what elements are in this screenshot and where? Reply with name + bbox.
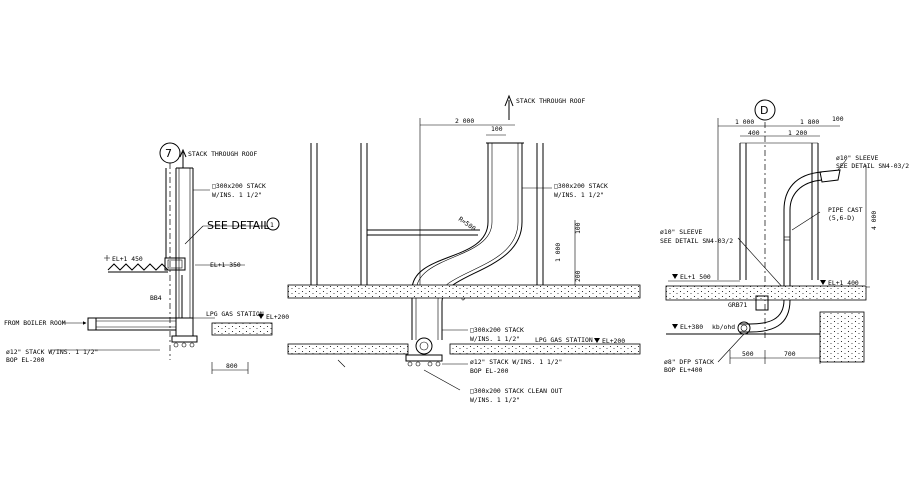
stack-size-label: □300x200 STACK [212,182,266,190]
dim-4000-r: 4 000 [870,211,878,230]
stack-12-middle: ø12" STACK W/INS. 1 1/2" [470,358,562,366]
el-bottom-suffix: kb/ohd [712,323,735,331]
see-detail-label: SEE DETAIL [207,219,270,232]
detail-middle: STACK THROUGH ROOF 2 000 100 R=500 R=500 [287,94,641,404]
dfp-1: ø8" DFP STACK [664,358,714,366]
grb-label: GRB71 [728,301,747,309]
sleeve-top-1: ø10" SLEEVE [836,154,878,162]
stack-12-label: ø12" STACK W/INS. 1 1/2" [6,348,98,356]
dim-700-r: 700 [784,350,796,358]
lpg-station-label: LPG GAS STATION [206,310,264,318]
sleeve-left-1: ø10" SLEEVE [660,228,702,236]
grid-bubble-d [754,99,776,121]
el-right-r: EL+1 400 [828,279,859,287]
el-bottom-r: EL+380 [680,323,703,331]
sleeve-left-2: SEE DETAIL SN4-03/2 [660,237,733,245]
from-boiler-label: FROM BOILER ROOM [4,319,66,327]
dim-1200-r: 1 200 [788,129,807,137]
stack2-size: □300x200 STACK [470,326,524,334]
el-left-label: EL+1 450 [112,255,143,263]
stack-ins-label: W/INS. 1 1/2" [212,191,262,199]
lpg-station-middle: LPG GAS STATION [535,336,593,344]
dim-100-v: 100 [574,222,582,234]
dfp-2: BOP EL+400 [664,366,703,374]
grid-bubble-label: 7 [165,147,172,160]
dim-400-r: 400 [748,129,760,137]
stack-through-roof-middle: STACK THROUGH ROOF [516,97,585,105]
el-left-r: EL+1 500 [680,273,711,281]
dim-200-v: 200 [574,270,582,282]
grid-bubble-d-label: D [760,104,768,117]
bb4-label: BB4 [150,294,162,302]
cleanout-label: □300x200 STACK CLEAN OUT [470,387,562,395]
dim-500-r: 500 [742,350,754,358]
pipe-cast-2: (5,6-D) [828,214,855,222]
sleeve-top-2: SEE DETAIL SN4-03/2 [836,162,909,170]
dim-1000-r: 1 000 [735,118,754,126]
dim-800-label: 800 [226,362,238,370]
bop-label: BOP EL-200 [6,356,45,364]
bop-middle: BOP EL-200 [470,367,509,375]
dim-100-label: 100 [491,125,503,133]
dim-100-r: 100 [832,115,844,123]
detail-left: 7 STACK THROUGH ROOF □300x200 STACK W/IN… [4,142,289,374]
stack-through-roof-label: STACK THROUGH ROOF [188,150,257,158]
stack-ins-middle: W/INS. 1 1/2" [554,191,604,199]
dim-2000-label: 2 000 [455,117,474,125]
cleanout-ins: W/INS. 1 1/2" [470,396,520,404]
stack2-ins: W/INS. 1 1/2" [470,335,520,343]
pipe-cast-1: PIPE CAST [828,206,863,214]
dim-1800-r: 1 800 [800,118,819,126]
el-lpg-label: EL+200 [266,313,289,321]
stack-size-middle: □300x200 STACK [554,182,608,190]
detail-right: D 1 000 1 800 100 400 1 200 4 000 ø10" S… [660,99,909,374]
see-detail-number: 1 [270,221,274,229]
dim-1000-v: 1 000 [554,243,562,262]
el-lpg-middle: EL+200 [602,337,625,345]
